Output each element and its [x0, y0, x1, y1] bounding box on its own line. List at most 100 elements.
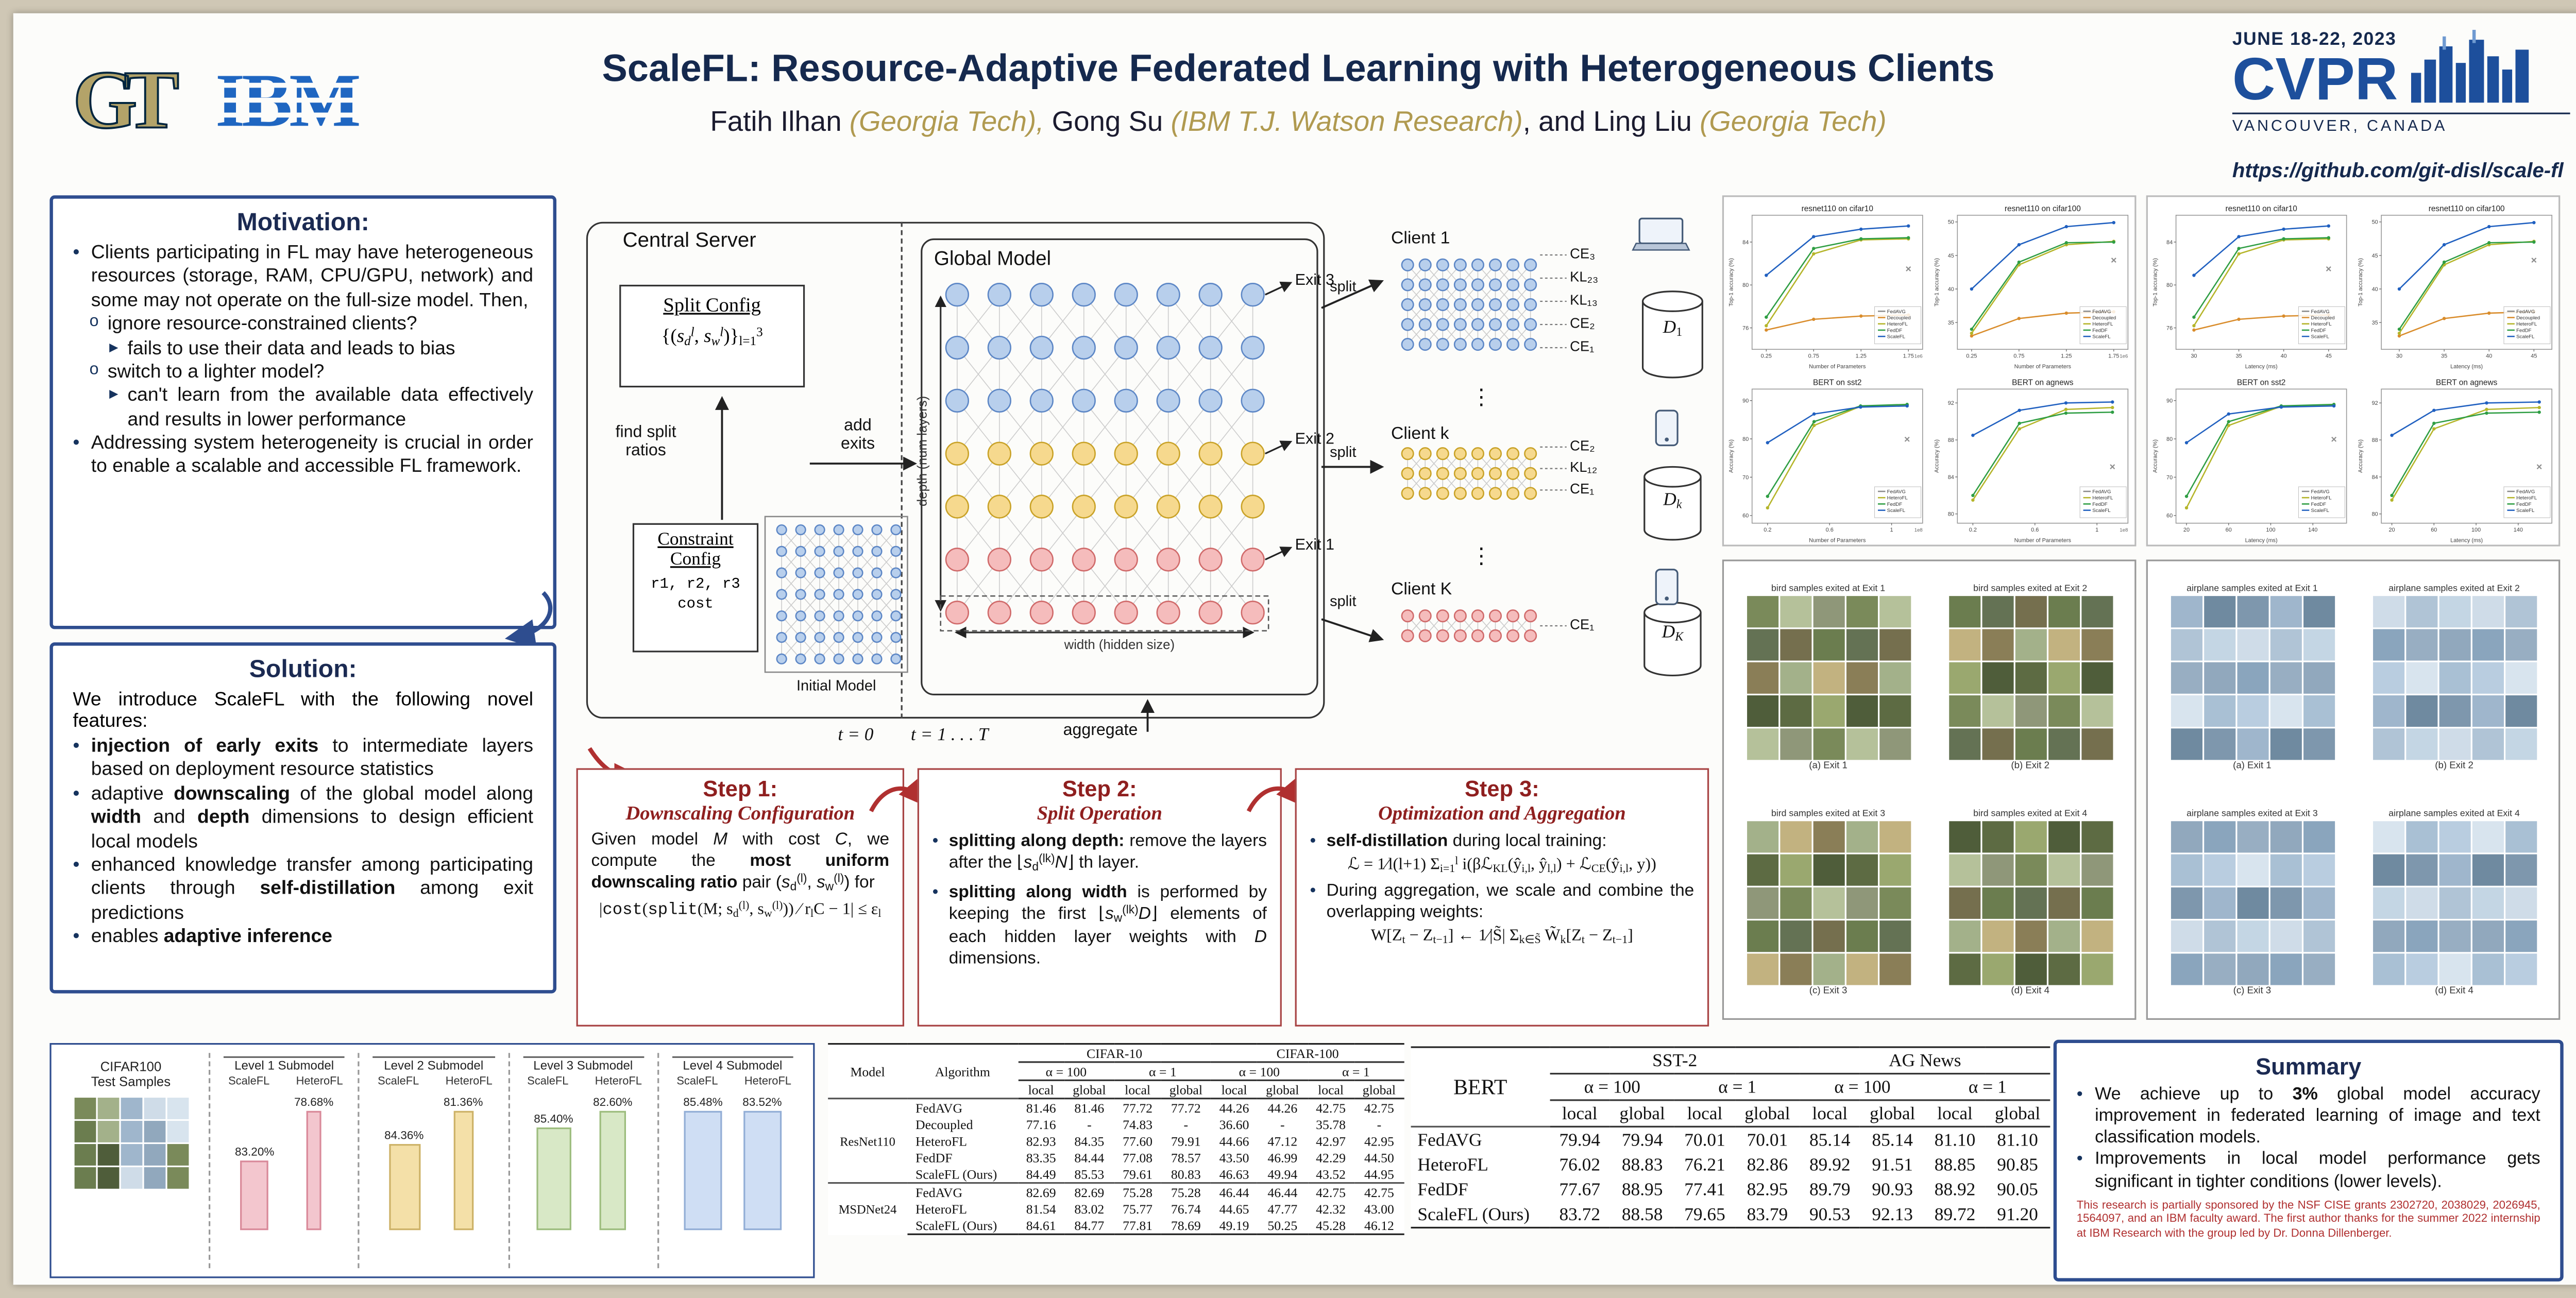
- heterofl-bar: [453, 1110, 473, 1230]
- svg-text:resnet110 on cifar10: resnet110 on cifar10: [1802, 204, 1873, 213]
- sample-image: [2471, 919, 2503, 951]
- client1-label: Client 1: [1391, 228, 1450, 249]
- svg-text:FedAVG: FedAVG: [2092, 309, 2111, 315]
- sample-block: airplane samples exited at Exit 3(c) Exi…: [2155, 809, 2350, 996]
- svg-text:Decoupled: Decoupled: [1887, 315, 1911, 321]
- svg-text:40: 40: [2372, 286, 2378, 293]
- svg-text:Number of Parameters: Number of Parameters: [1809, 538, 1866, 544]
- svg-text:140: 140: [2308, 527, 2317, 533]
- test-sample-image: [143, 1144, 165, 1166]
- svg-text:1.25: 1.25: [2061, 353, 2072, 359]
- sample-image: [1981, 919, 2013, 951]
- svg-text:80: 80: [1742, 436, 1749, 442]
- level-bars: 83.20%78.68%: [214, 1087, 355, 1230]
- sample-image: [1878, 952, 1910, 984]
- ce1-label: CE₁: [1570, 337, 1595, 354]
- svg-text:84: 84: [1948, 474, 1954, 481]
- step3-point: self-distillation during local training:: [1310, 831, 1694, 853]
- bert-results-table: BERT SST-2 AG News α = 100 α = 1 α = 100…: [1411, 1046, 2050, 1228]
- sample-image: [2203, 853, 2235, 885]
- metric-value: 81.46: [1018, 1098, 1064, 1116]
- svg-text:Number of Parameters: Number of Parameters: [1809, 364, 1866, 370]
- sample-image: [2269, 886, 2301, 918]
- sample-image: [1981, 853, 2013, 885]
- metric-value: 83.79: [1735, 1202, 1800, 1228]
- sample-image-grid: [2155, 820, 2350, 984]
- svg-text:Top-1 accuracy (%): Top-1 accuracy (%): [1728, 258, 1735, 306]
- svg-text:Decoupled: Decoupled: [2516, 315, 2540, 321]
- github-link[interactable]: https://github.com/git-disl/scale-fl: [2232, 159, 2564, 182]
- svg-text:35: 35: [2235, 353, 2242, 359]
- sample-image: [2047, 919, 2079, 951]
- poster: GT IBM ScaleFL: Resource-Adaptive Federa…: [13, 13, 2576, 1285]
- width-axis-label: width (hidden size): [1064, 637, 1175, 653]
- cvpr-logo: JUNE 18-22, 2023 CVPR VANCOUVER, CANADA: [2232, 29, 2570, 136]
- metric-value: 42.29: [1316, 1150, 1346, 1165]
- sample-image: [2405, 952, 2437, 984]
- svg-text:FedAVG: FedAVG: [2516, 309, 2535, 315]
- svg-text:100: 100: [2471, 527, 2481, 533]
- conference-city: VANCOUVER, CANADA: [2232, 112, 2570, 136]
- svg-text:0.6: 0.6: [1826, 527, 1834, 533]
- svg-text:92: 92: [1948, 400, 1954, 406]
- sample-image: [1878, 820, 1910, 852]
- model-name: MSDNet24: [828, 1182, 907, 1235]
- svg-text:HeteroFL: HeteroFL: [1887, 496, 1908, 501]
- conference-dates: JUNE 18-22, 2023: [2232, 29, 2397, 50]
- sample-image: [2269, 694, 2301, 726]
- metric-value: 43.50: [1219, 1150, 1249, 1165]
- sample-image: [2302, 919, 2334, 951]
- sample-block: bird samples exited at Exit 2(b) Exit 2: [1933, 584, 2128, 771]
- svg-text:80: 80: [1742, 282, 1749, 288]
- metric-value: 76.21: [1684, 1154, 1725, 1175]
- sample-image: [1878, 628, 1910, 660]
- sample-image: [2047, 853, 2079, 885]
- sample-image: [2504, 661, 2536, 693]
- sample-image: [2014, 694, 2046, 726]
- test-sample-image: [120, 1098, 142, 1119]
- metric-value: 44.66: [1219, 1133, 1249, 1149]
- sample-image: [2269, 628, 2301, 660]
- poster-title: ScaleFL: Resource-Adaptive Federated Lea…: [602, 46, 1995, 90]
- sample-image: [2438, 595, 2470, 627]
- svg-text:80: 80: [2372, 511, 2378, 518]
- metric-value: 82.86: [1747, 1154, 1788, 1175]
- svg-text:35: 35: [2441, 353, 2447, 359]
- initial-model-label: Initial Model: [796, 677, 876, 694]
- sample-image: [1981, 694, 2013, 726]
- summary-point: We achieve up to 3% global model accurac…: [2077, 1084, 2540, 1150]
- svg-text:Latency (ms): Latency (ms): [2245, 364, 2278, 370]
- sample-block-title: bird samples exited at Exit 1: [1771, 584, 1886, 594]
- level-label: Level 4 Submodel: [672, 1056, 793, 1074]
- sample-image: [1779, 919, 1811, 951]
- metric-value: 83.02: [1074, 1201, 1105, 1216]
- authors-line: Fatih Ilhan (Georgia Tech), Gong Su (IBM…: [710, 106, 1887, 138]
- sample-image: [1845, 952, 1877, 984]
- sample-image: [2438, 820, 2470, 852]
- svg-text:30: 30: [2191, 353, 2197, 359]
- metric-value: 45.28: [1308, 1217, 1354, 1235]
- summary-title: Summary: [2256, 1053, 2362, 1080]
- sample-block-title: airplane samples exited at Exit 2: [2388, 584, 2520, 594]
- sample-image: [1779, 820, 1811, 852]
- sample-image: [2302, 628, 2334, 660]
- sample-image: [2203, 727, 2235, 759]
- algorithm-name: ScaleFL (Ours): [1411, 1202, 1550, 1228]
- metric-value: 46.44: [1257, 1182, 1308, 1201]
- sample-image: [2014, 661, 2046, 693]
- table-header-row: Model Algorithm CIFAR-10 CIFAR-100: [828, 1043, 1404, 1099]
- metric-value: 75.77: [1123, 1201, 1153, 1216]
- svg-text:Top-1 accuracy (%): Top-1 accuracy (%): [1934, 258, 1940, 306]
- sample-block-title: bird samples exited at Exit 2: [1973, 584, 2088, 594]
- solution-section: Solution: We introduce ScaleFL with the …: [49, 642, 556, 994]
- svg-text:35: 35: [2372, 320, 2378, 326]
- svg-text:45: 45: [2326, 353, 2332, 359]
- svg-text:88: 88: [1948, 437, 1954, 443]
